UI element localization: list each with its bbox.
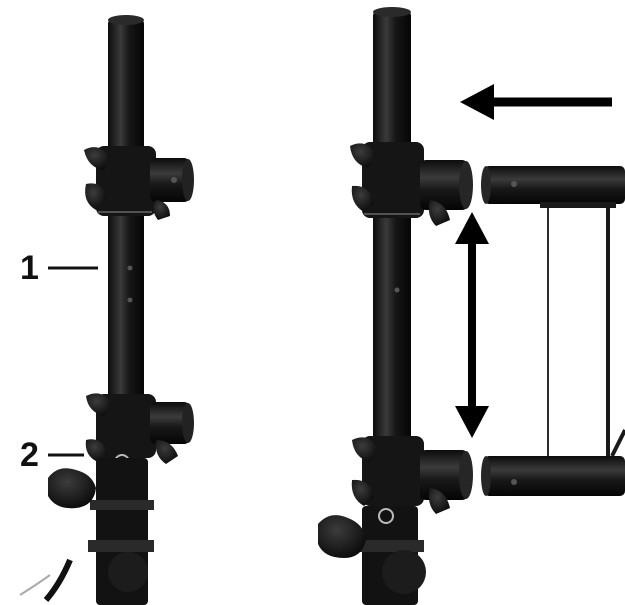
right-stand-assembly [318,7,473,605]
left-lower-clamp [85,393,194,470]
right-vertical-pole [373,10,411,480]
insert-direction-arrow-icon [460,84,612,120]
left-big-knob-icon [48,468,96,509]
right-upper-clamp [350,142,473,226]
left-stand-assembly [19,15,194,605]
callout-label-1: 1 [20,249,39,287]
right-big-knob-icon [318,515,366,558]
left-vertical-pole [108,18,144,458]
left-upper-clamp [84,146,194,220]
truss-segment [481,166,625,496]
right-lower-clamp [351,436,473,514]
spacing-double-arrow-icon [455,212,489,438]
left-upper-wing-knob-icon [84,147,110,170]
callout-label-2: 2 [20,436,39,474]
